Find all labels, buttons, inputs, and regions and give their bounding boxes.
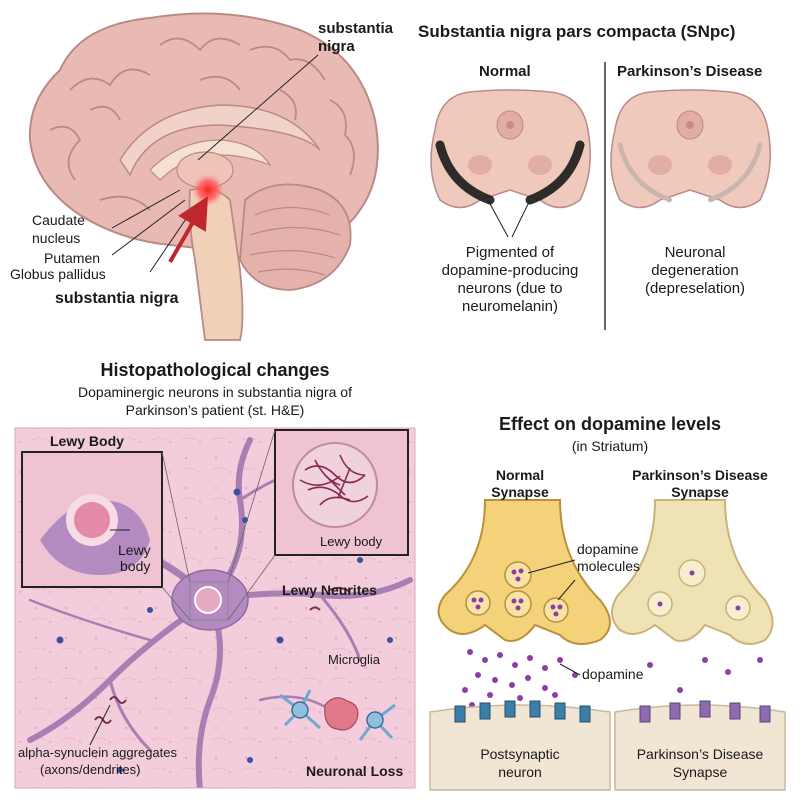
snpc-normal-caption: Pigmented of dopamine-producing neurons …	[420, 244, 600, 316]
label-lewy-neurites: Lewy Neurites	[282, 582, 377, 598]
label-lewy-body-zoom: Lewy body	[320, 534, 383, 549]
pd-bottom-label-1: Parkinson’s Disease	[636, 746, 764, 762]
label-lewy-body-heading: Lewy Body	[50, 433, 124, 449]
snpc-pd-heading: Parkinson’s Disease	[617, 63, 763, 80]
snpc-title: Substantia nigra pars compacta (SNpc)	[418, 22, 736, 41]
dopamine-title: Effect on dopamine levels	[498, 414, 722, 434]
brain-illustration	[28, 12, 379, 341]
snpc-pd-caption: Neuronal degeneration (depreselation)	[610, 244, 780, 298]
microglia-cells	[279, 689, 396, 741]
snpc-normal-caption-line: neurons (due to	[457, 280, 563, 297]
pd-bottom-label-2: Synapse	[672, 764, 728, 780]
dopamine-subtitle: (in Striatum)	[571, 438, 649, 454]
label-neuronal-loss: Neuronal Loss	[306, 763, 404, 779]
label-substantia-nigra-top-2: nigra	[318, 38, 355, 55]
pd-synapse-title-2: Synapse	[671, 484, 729, 500]
label-alpha-synuclein-2: (axons/dendrites)	[40, 762, 141, 777]
snpc-normal-caption-line: dopamine-producing	[441, 262, 579, 279]
parkinsons-synapse	[611, 499, 786, 791]
label-alpha-synuclein-1: alpha-synuclein aggregates	[18, 745, 177, 760]
snpc-pd-caption-line: degeneration	[651, 262, 739, 279]
midbrain-parkinsons	[610, 89, 771, 209]
label-caudate-2: nucleus	[32, 230, 81, 246]
label-dopamine: dopamine	[582, 666, 644, 682]
postsynaptic-label-2: neuron	[498, 764, 542, 780]
midbrain-normal	[430, 89, 591, 238]
snpc-pd-caption-line: (depreselation)	[644, 280, 746, 297]
label-dopamine-molecules-1: dopamine	[577, 541, 639, 557]
normal-synapse	[429, 499, 611, 791]
histo-title: Histopathological changes	[100, 360, 330, 380]
snpc-pd-caption-line: Neuronal	[664, 244, 726, 261]
histo-subtitle-2: Parkinson’s patient (st. H&E)	[125, 402, 305, 418]
label-lewy-inset-2: body	[120, 558, 151, 574]
pd-synapse-title-1: Parkinson’s Disease	[632, 467, 768, 483]
label-substantia-nigra-bottom: substantia nigra	[55, 290, 179, 307]
label-putamen: Putamen	[44, 250, 101, 266]
label-caudate-1: Caudate	[32, 212, 85, 228]
histology-panel	[15, 428, 415, 788]
snpc-normal-caption-line: neuromelanin)	[462, 298, 558, 315]
label-lewy-inset-1: Lewy	[118, 542, 151, 558]
label-dopamine-molecules-2: molecules	[577, 558, 641, 574]
label-substantia-nigra-top-1: substantia	[318, 20, 394, 37]
postsynaptic-label-1: Postsynaptic	[480, 746, 560, 762]
snpc-normal-heading: Normal	[479, 63, 531, 80]
label-globus-pallidus: Globus pallidus	[10, 266, 106, 282]
normal-synapse-title-1: Normal	[495, 467, 545, 483]
label-microglia: Microglia	[328, 652, 381, 667]
normal-synapse-title-2: Synapse	[491, 484, 549, 500]
snpc-normal-caption-line: Pigmented of	[465, 244, 555, 261]
histo-subtitle-1: Dopaminergic neurons in substantia nigra…	[78, 384, 352, 400]
